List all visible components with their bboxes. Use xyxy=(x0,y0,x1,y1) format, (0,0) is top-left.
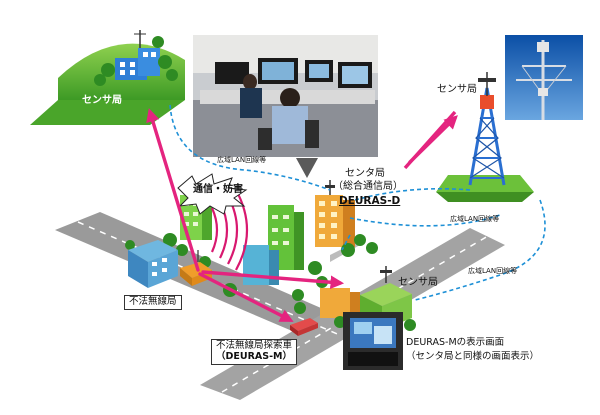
sensor-tower-right xyxy=(436,72,534,202)
center-station-sub-label: （総合通信局） xyxy=(333,181,403,192)
deuras-m-laptop-photo xyxy=(343,312,403,370)
interference-label: 通信・妨害 xyxy=(193,184,243,195)
tower-link-arrow xyxy=(403,110,457,170)
illegal-station-label: 不法無線局 xyxy=(124,295,182,310)
photo-pointer xyxy=(296,158,318,178)
sensor-station-left-label: センサ局 xyxy=(82,95,122,106)
control-room-photo xyxy=(193,35,378,157)
search-car-label-line1: 不法無線局探索車 xyxy=(216,340,293,351)
interference-burst xyxy=(177,173,248,215)
antenna-photo xyxy=(505,35,583,120)
sensor-station-hill-left xyxy=(30,30,185,125)
center-station-label: センタ局 xyxy=(345,168,385,179)
sensor-station-top-right-label: センサ局 xyxy=(437,84,477,95)
center-station-name: DEURAS-D xyxy=(339,195,401,207)
illegal-station-building xyxy=(128,240,212,288)
lan-label-right-2: 広域LAN回線等 xyxy=(468,267,518,275)
search-car xyxy=(290,318,318,336)
sensor-station-mid-right-label: センサ局 xyxy=(398,277,438,288)
lan-label-top: 広域LAN回線等 xyxy=(217,156,267,164)
lan-links xyxy=(169,104,546,301)
search-car-label-line2: （DEURAS-M） xyxy=(216,350,292,362)
display-screen-label: DEURAS-Mの表示画面 xyxy=(406,337,505,348)
lan-label-right-1: 広域LAN回線等 xyxy=(450,215,500,223)
display-screen-sub-label: （センタ局と同様の画面表示） xyxy=(406,351,540,362)
center-station-building xyxy=(315,180,378,257)
search-car-label: 不法無線局探索車 （DEURAS-M） xyxy=(211,339,298,365)
